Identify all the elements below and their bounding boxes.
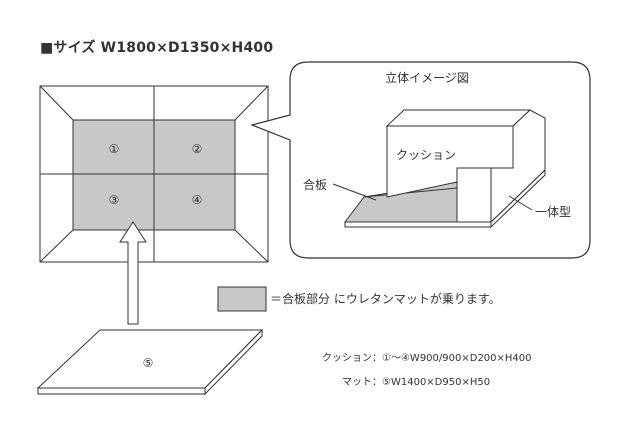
- spec-cushion: クッション：①～④W900/900×D200×H400: [322, 352, 532, 364]
- integrated-label: 一体型: [535, 205, 571, 219]
- quadrant-3-label: ③: [109, 193, 120, 207]
- back-cushion-top: [385, 109, 532, 127]
- legend-text: ＝合板部分 にウレタンマットが乗ります。: [270, 291, 501, 306]
- board-label: 合板: [303, 177, 327, 192]
- mat-side-edge: [204, 328, 263, 396]
- up-arrow-icon: [119, 221, 147, 325]
- board-front-edge: [344, 221, 492, 228]
- quadrant-2-label: ②: [192, 142, 203, 156]
- cushion-label: クッション: [396, 148, 456, 162]
- spec-mat: マット：⑤W1400×D950×H50: [342, 377, 490, 388]
- side-cushion-right-face: [490, 109, 546, 224]
- bevel-line: [234, 229, 269, 263]
- mat-front-edge: [37, 387, 206, 395]
- size-title: ■サイズ W1800×D1350×H400: [40, 40, 274, 56]
- view3d-title: 立体イメージ図: [385, 70, 469, 85]
- board-leader-line: [332, 183, 377, 201]
- quadrant-1-label: ①: [109, 142, 120, 156]
- mat-number-label: ⑤: [143, 356, 154, 370]
- bevel-line: [234, 85, 269, 121]
- integrated-leader-line: [508, 195, 533, 211]
- bevel-line: [39, 229, 74, 263]
- top-view: [39, 85, 269, 263]
- legend-swatch: [217, 286, 267, 312]
- side-cushion-front: [456, 167, 492, 223]
- quadrant-4-label: ④: [192, 193, 203, 207]
- bevel-line: [39, 85, 74, 121]
- mat-illustration: [36, 328, 264, 396]
- cushion-3d-illustration: [343, 109, 546, 229]
